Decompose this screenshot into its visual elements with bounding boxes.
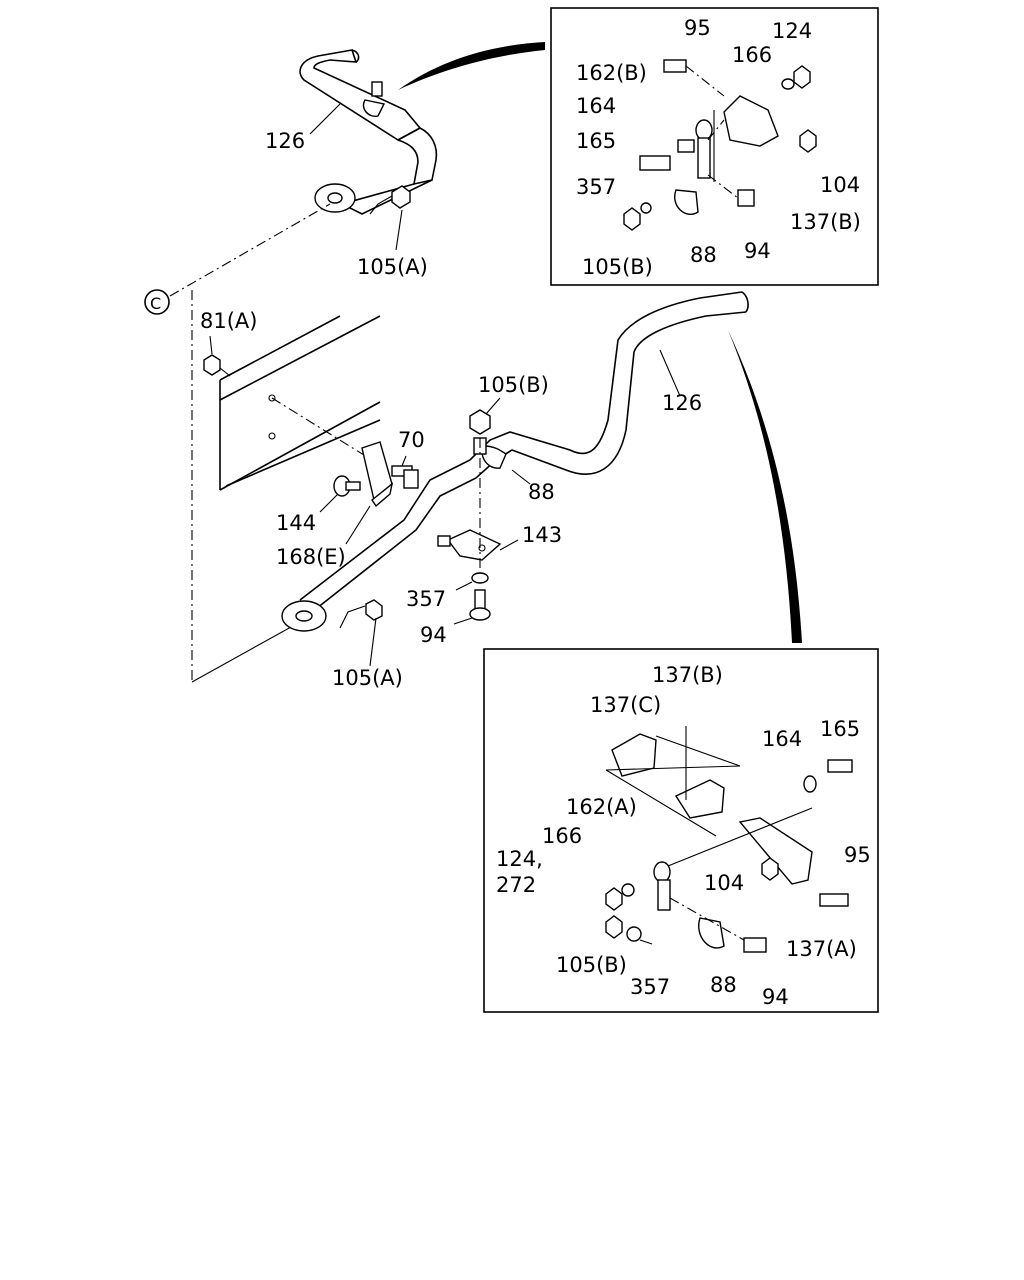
label-bot-104: 104 bbox=[704, 871, 744, 895]
label-top-165: 165 bbox=[576, 129, 616, 153]
label-94-center: 94 bbox=[420, 623, 447, 647]
label-bot-164: 164 bbox=[762, 727, 802, 751]
label-126-upper: 126 bbox=[265, 129, 305, 153]
washer-bolt-144 bbox=[333, 475, 361, 497]
label-bot-137C: 137(C) bbox=[590, 693, 661, 717]
label-70: 70 bbox=[398, 428, 425, 452]
label-bot-272: 272 bbox=[496, 873, 536, 897]
label-bot-137A: 137(A) bbox=[786, 937, 857, 961]
label-top-124: 124 bbox=[772, 19, 812, 43]
label-bot-94: 94 bbox=[762, 985, 789, 1009]
detail-box-bottom bbox=[483, 648, 879, 1013]
label-top-357: 357 bbox=[576, 175, 616, 199]
label-top-94: 94 bbox=[744, 239, 771, 263]
nut-105B-center bbox=[469, 409, 491, 435]
label-top-105B: 105(B) bbox=[582, 255, 653, 279]
label-top-88: 88 bbox=[690, 243, 717, 267]
label-105A-upper: 105(A) bbox=[357, 255, 428, 279]
nut-81A bbox=[203, 354, 221, 376]
label-144: 144 bbox=[276, 511, 316, 535]
label-81A: 81(A) bbox=[200, 309, 257, 333]
label-c: C bbox=[150, 294, 161, 313]
label-top-166: 166 bbox=[732, 43, 772, 67]
washer-357-center bbox=[471, 572, 489, 584]
detail-bottom-parts bbox=[605, 726, 853, 953]
bracket-168E bbox=[361, 441, 394, 508]
label-top-164: 164 bbox=[576, 94, 616, 118]
main-pipe-126 bbox=[281, 291, 749, 632]
label-126-lower: 126 bbox=[662, 391, 702, 415]
detail-box-top bbox=[550, 7, 879, 286]
label-357-center: 357 bbox=[406, 587, 446, 611]
hanger-143 bbox=[437, 529, 502, 561]
upper-pipe-126 bbox=[299, 49, 438, 215]
bolt-70 bbox=[391, 465, 419, 489]
callout-arrow-bottom bbox=[728, 330, 802, 643]
label-bot-88: 88 bbox=[710, 973, 737, 997]
label-bot-357: 357 bbox=[630, 975, 670, 999]
detail-top-parts bbox=[623, 59, 817, 231]
label-143: 143 bbox=[522, 523, 562, 547]
bolt-94-center bbox=[469, 589, 491, 621]
label-bot-95: 95 bbox=[844, 843, 871, 867]
label-top-162B: 162(B) bbox=[576, 61, 647, 85]
frame-rail bbox=[219, 315, 381, 491]
main-labels: 126 105(A) C 81(A) 105(B) 126 70 88 144 … bbox=[150, 129, 702, 690]
label-bot-165: 165 bbox=[820, 717, 860, 741]
label-bot-162A: 162(A) bbox=[566, 795, 637, 819]
label-88-center: 88 bbox=[528, 480, 555, 504]
label-top-137B: 137(B) bbox=[790, 210, 861, 234]
label-bot-137B: 137(B) bbox=[652, 663, 723, 687]
label-top-104: 104 bbox=[820, 173, 860, 197]
label-bot-105B: 105(B) bbox=[556, 953, 627, 977]
detail-bottom-labels: 137(B) 137(C) 164 165 162(A) 166 124, 27… bbox=[496, 663, 871, 1009]
leader-lines bbox=[209, 103, 681, 667]
label-105B-center: 105(B) bbox=[478, 373, 549, 397]
callout-arrow-top bbox=[398, 42, 545, 90]
label-105A-lower: 105(A) bbox=[332, 666, 403, 690]
label-top-95: 95 bbox=[684, 16, 711, 40]
label-bot-124: 124, bbox=[496, 847, 543, 871]
label-168E: 168(E) bbox=[276, 545, 346, 569]
nut-105A-upper bbox=[391, 185, 411, 209]
label-bot-166: 166 bbox=[542, 824, 582, 848]
detail-top-labels: 95 124 166 162(B) 164 165 104 357 137(B)… bbox=[576, 16, 861, 279]
nut-105A-lower bbox=[365, 599, 383, 621]
reference-c-circle bbox=[144, 289, 170, 315]
